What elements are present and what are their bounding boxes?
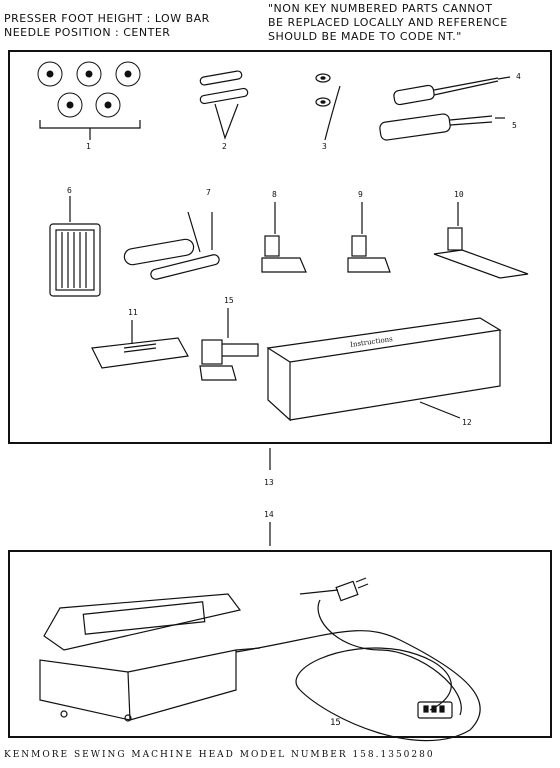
zipper-foot-drawing xyxy=(199,308,259,381)
header-note: "NON KEY NUMBERED PARTS CANNOT BE REPLAC… xyxy=(268,2,508,44)
callout-14: 14 xyxy=(264,510,274,519)
note-line-1: "NON KEY NUMBERED PARTS CANNOT xyxy=(268,2,493,15)
foot-controller-drawing xyxy=(39,593,261,722)
bobbins-drawing xyxy=(37,61,141,140)
callout-15: 15 xyxy=(224,296,234,305)
callout-6: 6 xyxy=(67,186,72,195)
callout-1: 1 xyxy=(86,142,91,151)
callout-3: 3 xyxy=(322,142,327,151)
callout-12: 12 xyxy=(462,418,472,427)
callout-9: 9 xyxy=(358,190,363,199)
foot-control-panel xyxy=(8,550,552,738)
callout-15-cord: 15 xyxy=(330,718,341,728)
callout-4: 4 xyxy=(516,72,521,81)
callout-5: 5 xyxy=(512,121,517,130)
accessories-panel xyxy=(8,50,552,444)
presser-foot-9-drawing xyxy=(347,202,391,273)
screwdrivers-drawing xyxy=(379,76,511,141)
callout-2: 2 xyxy=(222,142,227,151)
header-settings: PRESSER FOOT HEIGHT : LOW BAR NEEDLE POS… xyxy=(4,12,210,40)
spool-felts-drawing xyxy=(315,73,341,141)
callout-11: 11 xyxy=(128,308,138,317)
needle-position-text: NEEDLE POSITION : CENTER xyxy=(4,26,171,39)
model-footer: KENMORE SEWING MACHINE HEAD MODEL NUMBER… xyxy=(4,750,435,760)
instruction-box-drawing xyxy=(266,317,502,422)
feed-cover-plate-drawing xyxy=(91,320,189,369)
note-line-2: BE REPLACED LOCALLY AND REFERENCE xyxy=(268,16,508,29)
presser-foot-height-text: PRESSER FOOT HEIGHT : LOW BAR xyxy=(4,12,210,25)
callout-7: 7 xyxy=(206,188,211,197)
spool-pins-drawing xyxy=(199,70,249,140)
callout-10: 10 xyxy=(454,190,464,199)
needle-pack-drawing xyxy=(49,196,101,297)
callout-13: 13 xyxy=(264,478,274,487)
callout-8: 8 xyxy=(272,190,277,199)
power-cord-drawing xyxy=(235,577,481,742)
presser-foot-8-drawing xyxy=(261,202,307,273)
buttonhole-foot-drawing xyxy=(433,202,529,279)
note-line-3: SHOULD BE MADE TO CODE NT." xyxy=(268,30,462,43)
brush-oiler-drawing xyxy=(123,211,220,280)
